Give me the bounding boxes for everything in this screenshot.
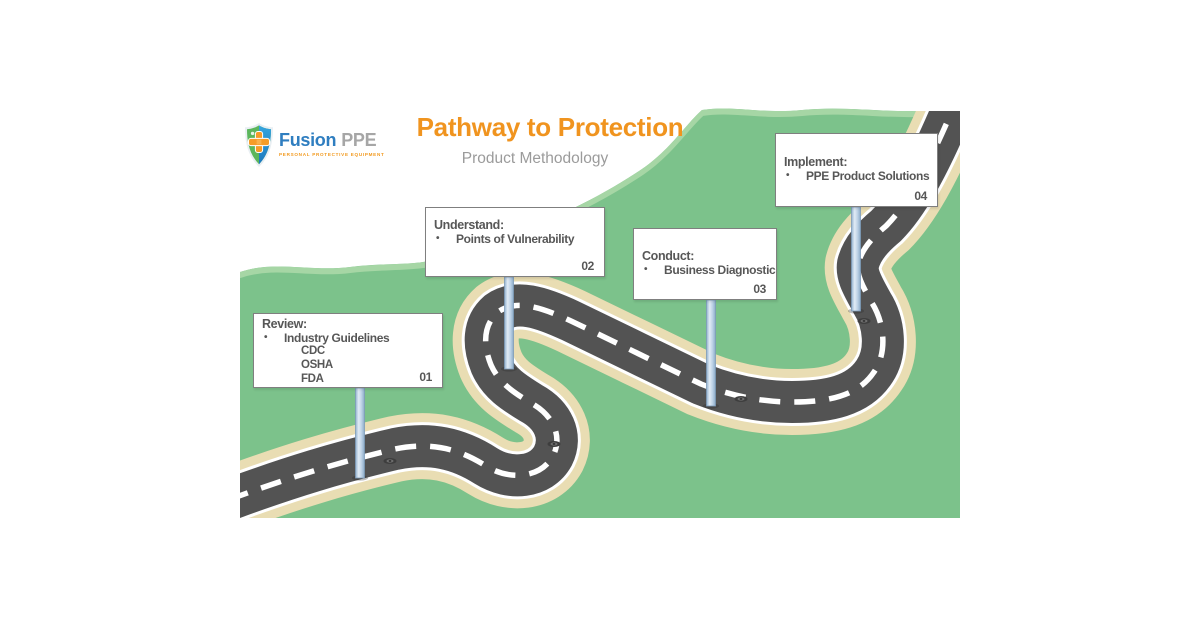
logo-tagline: PERSONAL PROTECTIVE EQUIPMENT — [279, 152, 385, 157]
sign-bullet-row: • PPE Product Solutions — [776, 169, 937, 183]
sign-bullet-text: Industry Guidelines — [284, 331, 390, 345]
page-subtitle: Product Methodology — [461, 150, 609, 167]
road-bolt — [734, 396, 748, 402]
page-title: Pathway to Protection — [416, 112, 684, 142]
brand-secondary: PPE — [341, 130, 377, 150]
step-number: 02 — [581, 259, 594, 273]
bullet-icon: • — [436, 233, 440, 244]
shield-cross-icon — [245, 123, 273, 167]
bullet-icon: • — [264, 332, 268, 343]
road-bolts — [383, 318, 871, 464]
sign-bullet-text: PPE Product Solutions — [806, 169, 930, 183]
sign-title: Understand: — [434, 218, 504, 232]
bullet-icon: • — [786, 170, 790, 181]
sign-01-review: Review: • Industry Guidelines CDC OSHA F… — [253, 313, 443, 388]
road-bolt — [383, 458, 397, 464]
bullet-icon: • — [644, 264, 648, 275]
step-number: 03 — [753, 282, 766, 296]
sign-subitem: CDC — [301, 345, 325, 357]
road-bolt — [857, 318, 871, 324]
sign-bullet-text: Points of Vulnerability — [456, 232, 575, 246]
field-edge-highlight — [240, 108, 960, 278]
logo-brand-text: Fusion PPE — [279, 131, 385, 150]
roadmap-graphic — [240, 108, 960, 518]
sign-title: Review: — [262, 317, 307, 331]
roadmap-scene — [240, 89, 960, 518]
step-number: 01 — [419, 370, 432, 384]
sign-title: Implement: — [784, 155, 848, 169]
sign-pole-1 — [355, 387, 365, 479]
sign-bullet-row: • Industry Guidelines — [254, 331, 442, 345]
sign-title: Conduct: — [642, 249, 695, 263]
sign-subitem: FDA — [301, 372, 324, 385]
sign-poles — [352, 206, 864, 481]
sign-subitem: OSHA — [301, 358, 333, 371]
sign-pole-4 — [851, 206, 861, 312]
fusion-ppe-logo: Fusion PPE PERSONAL PROTECTIVE EQUIPMENT — [244, 122, 385, 168]
sign-bullet-row: • Business Diagnostic — [634, 263, 776, 277]
road-bolt — [547, 441, 561, 447]
sign-03-conduct: Conduct: • Business Diagnostic 03 — [633, 228, 777, 300]
step-number: 04 — [914, 189, 927, 203]
sign-bullet-text: Business Diagnostic — [664, 263, 776, 277]
brand-primary: Fusion — [279, 130, 337, 150]
sign-bullet-row: • Points of Vulnerability — [426, 232, 604, 246]
sign-pole-3 — [706, 299, 716, 407]
sign-04-implement: Implement: • PPE Product Solutions 04 — [775, 133, 938, 207]
sign-pole-2 — [504, 276, 514, 370]
sign-02-understand: Understand: • Points of Vulnerability 02 — [425, 207, 605, 277]
